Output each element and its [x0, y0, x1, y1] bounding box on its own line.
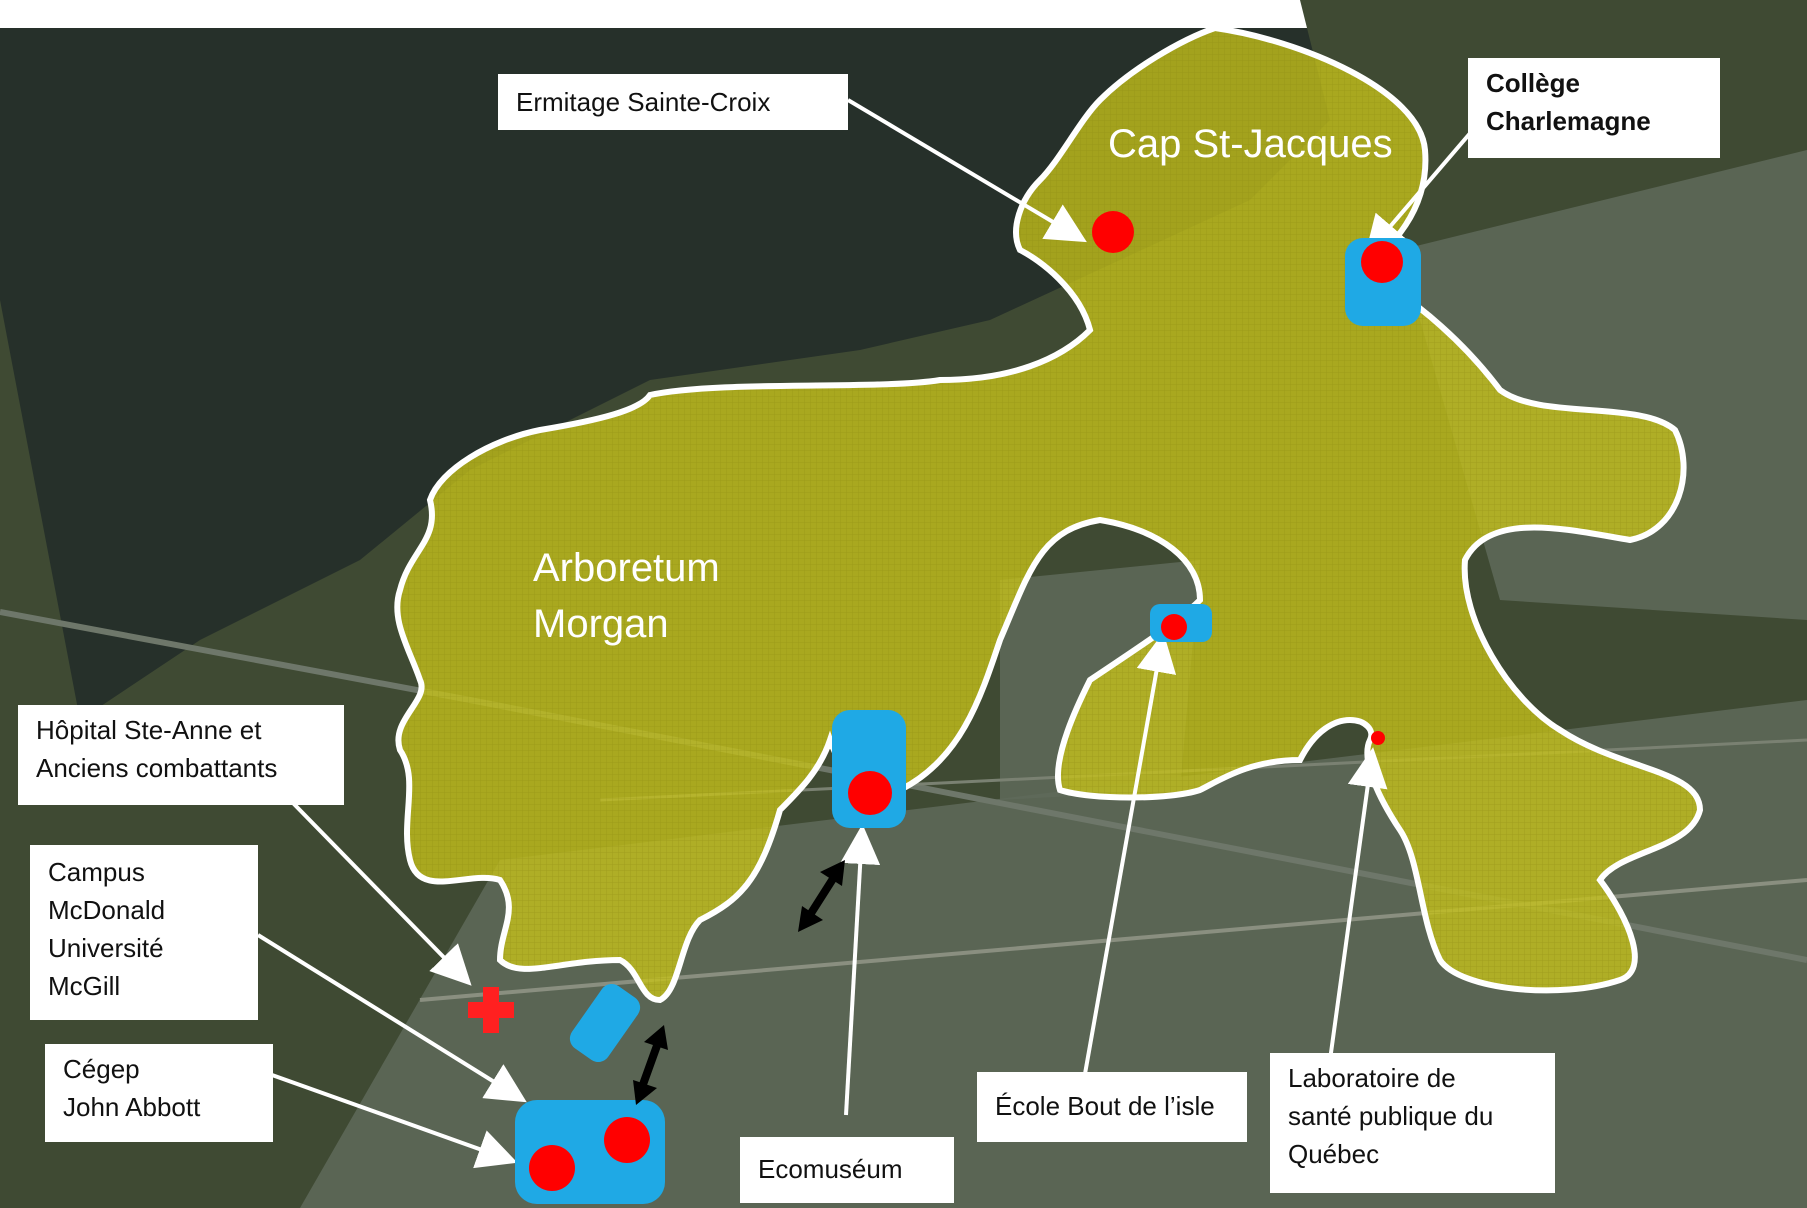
area-label-arboretum: Arboretum Morgan	[533, 546, 720, 646]
double-arrow-icon	[798, 860, 845, 932]
pointer-ecole	[1081, 632, 1177, 1086]
double-arrow-icon	[633, 1025, 668, 1105]
site-area-campus	[569, 983, 641, 1063]
pointer-labo	[1328, 747, 1388, 1061]
callout-ermitage: Ermitage Sainte-Croix	[498, 74, 848, 130]
callout-labo: Laboratoire de santé publique du Québec	[1270, 1053, 1555, 1193]
site-marker-ermitage[interactable]	[1092, 211, 1134, 253]
callout-ecole: École Bout de l’isle	[977, 1072, 1247, 1142]
area-label-cap-st-jacques: Cap St-Jacques	[1108, 122, 1393, 166]
pointer-ecomuseum	[840, 824, 881, 1116]
site-marker-college[interactable]	[1361, 241, 1403, 283]
site-marker-cegep-north[interactable]	[604, 1117, 650, 1163]
callout-ecomuseum: Ecomuséum	[740, 1137, 954, 1203]
callout-cegep: Cégep John Abbott	[45, 1044, 273, 1142]
pointer-ermitage	[846, 98, 1087, 243]
site-marker-cegep-south[interactable]	[529, 1145, 575, 1191]
callout-college: Collège Charlemagne	[1468, 58, 1720, 158]
callout-campus: Campus McDonald Université McGill	[30, 845, 258, 1020]
pointer-campus	[256, 933, 527, 1103]
callout-hopital: Hôpital Ste-Anne et Anciens combattants	[18, 705, 344, 805]
site-marker-ecole[interactable]	[1161, 614, 1187, 640]
pointer-cegep	[271, 1073, 518, 1169]
site-marker-labo[interactable]	[1371, 731, 1385, 745]
pointer-hopital	[290, 800, 472, 986]
site-marker-ecomuseum[interactable]	[848, 771, 892, 815]
red-cross-icon[interactable]	[468, 987, 514, 1033]
